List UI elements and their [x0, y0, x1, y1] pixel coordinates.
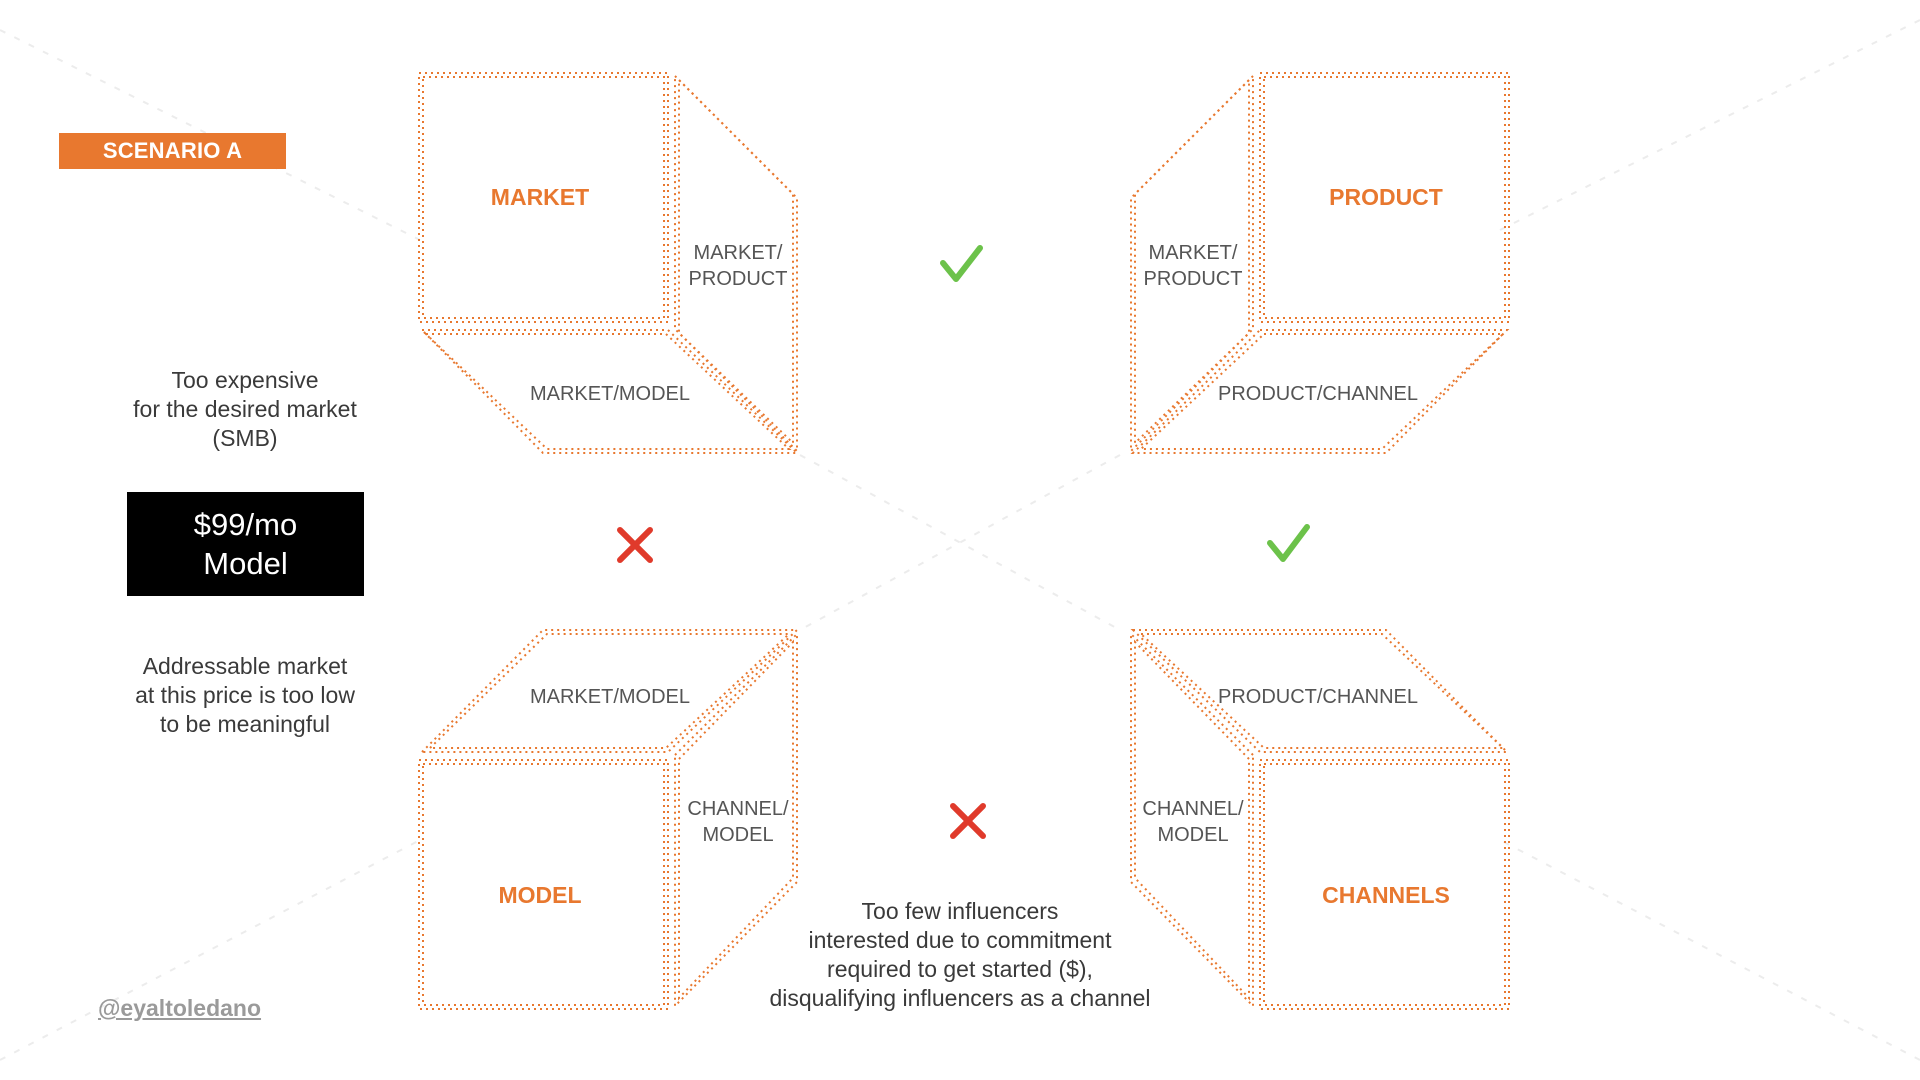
- market-product-check-icon: [940, 245, 983, 282]
- market-cube: [418, 72, 800, 454]
- model-cube-title: MODEL: [498, 882, 581, 908]
- market-cube-side-line1: MARKET/: [694, 242, 783, 264]
- note-line: Addressable market: [142, 653, 348, 679]
- note-line: at this price is too low: [135, 682, 355, 708]
- product-cube-title: PRODUCT: [1329, 184, 1443, 210]
- channel-model-cross-icon: [950, 803, 986, 839]
- note-line: Too few influencers: [861, 898, 1059, 924]
- model-cube: [418, 629, 800, 1010]
- price-model-box: $99/mo Model: [127, 492, 364, 596]
- author-handle-link[interactable]: @eyaltoledano: [98, 995, 262, 1021]
- market-cube-face-label: MARKET/MODEL: [530, 383, 690, 405]
- market-cube-title: MARKET: [491, 184, 589, 210]
- channels-cube: [1130, 629, 1510, 1010]
- product-cube-side-line2: PRODUCT: [1144, 268, 1243, 290]
- price-model-label: Model: [203, 546, 288, 581]
- scenario-badge: SCENARIO A: [59, 133, 286, 169]
- market-model-cross-icon: [617, 527, 653, 563]
- channels-cube-title: CHANNELS: [1322, 882, 1450, 908]
- note-line: required to get started ($),: [827, 956, 1093, 982]
- product-cube-side-line1: MARKET/: [1149, 242, 1238, 264]
- note-line: for the desired market: [133, 396, 357, 422]
- model-cube-side-line2: MODEL: [702, 824, 773, 846]
- model-cube-face-label: MARKET/MODEL: [530, 686, 690, 708]
- note-line: disqualifying influencers as a channel: [769, 985, 1151, 1011]
- price-model-price: $99/mo: [193, 507, 298, 542]
- channel-model-note: Too few influencers interested due to co…: [700, 897, 1220, 1013]
- note-line: interested due to commitment: [808, 927, 1112, 953]
- note-line: Too expensive: [171, 367, 319, 393]
- market-model-note-bottom: Addressable market at this price is too …: [100, 652, 390, 739]
- market-cube-side-line2: PRODUCT: [689, 268, 788, 290]
- market-model-note-top: Too expensive for the desired market (SM…: [100, 366, 390, 453]
- note-line: to be meaningful: [159, 711, 331, 737]
- model-cube-side-line1: CHANNEL/: [687, 798, 789, 820]
- channels-cube-side-line2: MODEL: [1157, 824, 1228, 846]
- channels-cube-side-line1: CHANNEL/: [1142, 798, 1244, 820]
- product-channel-check-icon: [1267, 524, 1310, 562]
- note-line: (SMB): [212, 425, 278, 451]
- channels-cube-face-label: PRODUCT/CHANNEL: [1218, 686, 1418, 708]
- product-cube-face-label: PRODUCT/CHANNEL: [1218, 383, 1418, 405]
- product-cube: [1130, 72, 1510, 454]
